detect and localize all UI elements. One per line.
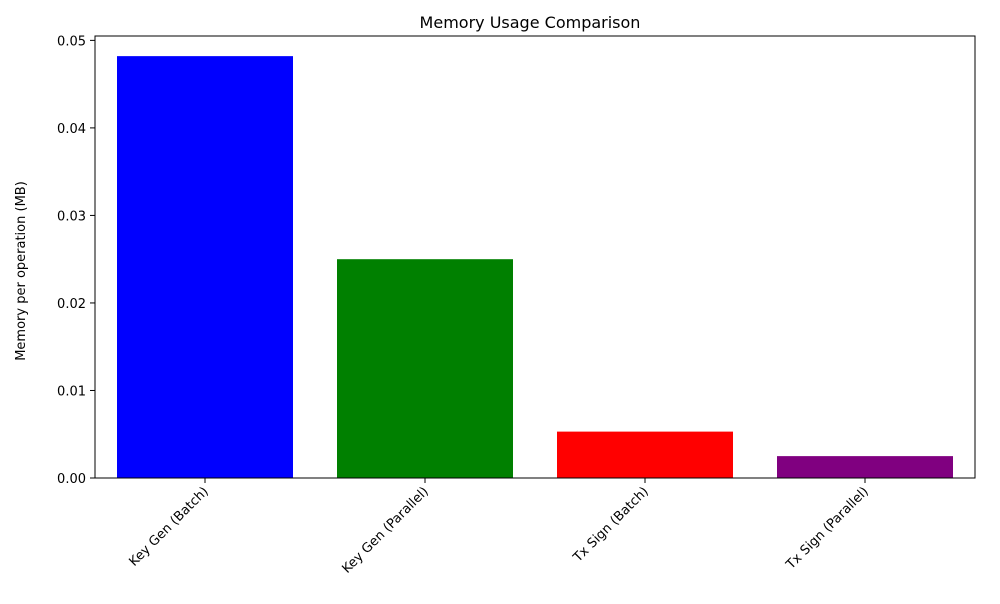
x-tick-label: Tx Sign (Batch)	[570, 484, 652, 566]
y-tick-label: 0.04	[57, 122, 86, 137]
bars-group	[117, 56, 953, 479]
bar	[777, 456, 953, 478]
y-axis-label: Memory per operation (MB)	[14, 181, 29, 361]
plot-frame	[94, 35, 976, 479]
bar	[337, 259, 513, 478]
y-tick-label: 0.00	[57, 472, 86, 487]
bar	[117, 56, 293, 479]
x-axis-ticks: Key Gen (Batch) Key Gen (Parallel) Tx Sign…	[127, 478, 872, 577]
x-tick-label: Tx Sign (Parallel)	[783, 484, 872, 573]
y-tick-label: 0.01	[57, 384, 86, 399]
y-axis-ticks: 0.00 0.01 0.02 0.03 0.04 0.05	[57, 34, 95, 487]
bar	[557, 431, 733, 478]
x-tick-label: Key Gen (Parallel)	[339, 484, 431, 576]
chart-title: Memory Usage Comparison	[420, 13, 641, 32]
y-tick-label: 0.03	[57, 209, 86, 224]
y-tick-label: 0.02	[57, 297, 86, 312]
y-tick-label: 0.05	[57, 34, 86, 49]
x-tick-label: Key Gen (Batch)	[127, 484, 212, 569]
